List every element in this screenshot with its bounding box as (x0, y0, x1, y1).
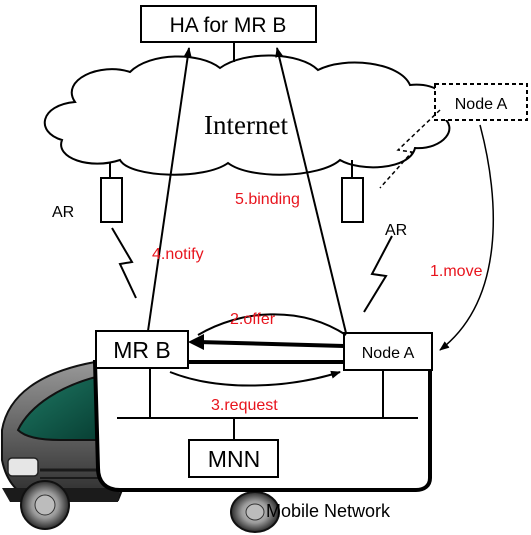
request-arrow (169, 370, 341, 387)
ar-right-label: AR (385, 222, 407, 239)
binding-arrow (275, 47, 347, 334)
offer-arrowhead (188, 334, 204, 350)
mr-b-label: MR B (113, 337, 171, 363)
step-request-label: 3.request (211, 397, 278, 414)
wireless-dashed-link (379, 109, 441, 189)
internet-cloud (43, 54, 451, 176)
ar-left (100, 163, 123, 223)
wireless-link-right (363, 235, 393, 313)
step-notify-label: 4.notify (152, 246, 204, 263)
mnn-node (188, 439, 279, 478)
node-a-local (343, 332, 433, 371)
notify-arrow (147, 47, 192, 332)
move-arrow (439, 124, 494, 351)
ar-left-label: AR (52, 204, 74, 221)
mr-b-node-a-link (197, 340, 345, 348)
ar-right (341, 160, 364, 223)
wireless-link-left (111, 227, 137, 299)
step-move-label: 1.move (430, 263, 483, 280)
internet-label: Internet (204, 110, 288, 140)
internal-lan (117, 368, 418, 440)
ha-label: HA for MR B (170, 14, 287, 37)
step-binding-label: 5.binding (235, 191, 300, 208)
mnn-label: MNN (208, 446, 260, 472)
ha-node (140, 5, 317, 43)
mr-b-node (95, 330, 189, 369)
node-a-remote-label: Node A (455, 96, 508, 113)
step-offer-label: 2.offer (230, 311, 276, 328)
mobile-network-label: Mobile Network (266, 501, 391, 521)
mobile-network-boundary (92, 360, 432, 492)
node-a-remote (434, 83, 528, 121)
node-a-local-label: Node A (362, 345, 415, 362)
offer-arrow (197, 313, 347, 336)
